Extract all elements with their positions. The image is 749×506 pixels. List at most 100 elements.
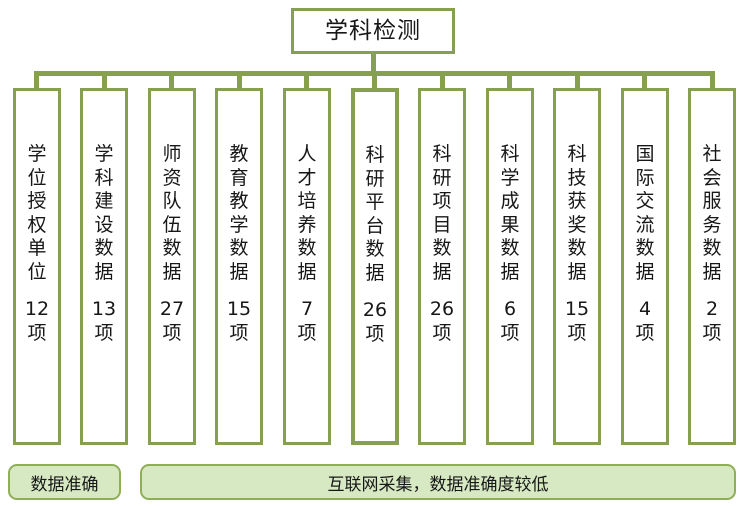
column-title-char: 才 [297, 166, 317, 189]
column-title-char: 科 [365, 144, 385, 166]
connector-stub [372, 71, 377, 88]
column-title-char: 研 [432, 166, 452, 189]
column-title-char: 据 [365, 261, 385, 284]
column-title-char: 伍 [162, 213, 182, 236]
column-count-number: 15 [226, 298, 252, 321]
column-count-unit: 项 [162, 321, 182, 344]
column-title-char: 获 [567, 190, 587, 213]
column-title: 学位授权单位 [27, 143, 46, 284]
root-node[interactable]: 学科检测 [291, 8, 455, 54]
column-title-char: 数 [500, 237, 520, 260]
column-title-char: 成 [500, 190, 520, 213]
column-title-char: 数 [635, 237, 655, 260]
column-title-char: 授 [27, 190, 47, 213]
column-title-char: 社 [702, 143, 722, 165]
column-title-char: 权 [27, 213, 47, 236]
column-title-char: 位 [27, 166, 47, 189]
column-title-char: 会 [702, 166, 722, 189]
column-title-char: 数 [229, 237, 249, 260]
column-title-char: 据 [702, 260, 722, 283]
column-count-unit: 项 [567, 321, 587, 344]
connector-stub [34, 71, 39, 88]
column-title-char: 队 [162, 190, 182, 213]
column-title-char: 奖 [567, 213, 587, 236]
connector-stub [642, 71, 647, 88]
column-title-char: 据 [635, 260, 655, 283]
column-title-char: 学 [500, 166, 520, 189]
column-title-char: 目 [432, 213, 452, 236]
column-title: 科学成果数据 [500, 143, 519, 284]
column-count-unit: 项 [27, 321, 47, 344]
connector-stub [710, 71, 715, 88]
column-title-char: 数 [297, 237, 317, 260]
column-title-char: 科 [94, 166, 114, 189]
note-web-collected-label: 互联网采集，数据准确度较低 [327, 474, 549, 495]
column-title-char: 据 [567, 260, 587, 283]
column-title-char: 平 [365, 191, 385, 214]
column-title-char: 教 [229, 190, 249, 213]
connector-root-drop [371, 54, 376, 76]
column-title-char: 果 [500, 213, 520, 236]
column-title-char: 师 [162, 143, 182, 165]
column-count-unit: 项 [432, 321, 452, 344]
column-title: 学科建设数据 [94, 143, 113, 284]
column-count-unit: 项 [702, 321, 722, 344]
column-title-char: 据 [162, 260, 182, 283]
column-title-char: 数 [567, 237, 587, 260]
column-title: 人才培养数据 [297, 143, 316, 284]
column-title-char: 数 [365, 238, 385, 261]
connector-stub [169, 71, 174, 88]
column-title-char: 学 [27, 143, 47, 165]
note-accurate: 数据准确 [8, 464, 121, 500]
column-title-char: 建 [94, 190, 114, 213]
column-title-char: 项 [432, 190, 452, 213]
column-count-number: 26 [362, 299, 388, 322]
column-title: 师资队伍数据 [162, 143, 181, 284]
connector-stub [507, 71, 512, 88]
column-title-char: 资 [162, 166, 182, 189]
column-count-unit: 项 [229, 321, 249, 344]
connector-stub [304, 71, 309, 88]
column-title-char: 科 [500, 143, 520, 165]
column-title-char: 服 [702, 190, 722, 213]
connector-stub [440, 71, 445, 88]
column-title-char: 人 [297, 143, 317, 165]
connector-stub [102, 71, 107, 88]
column-title: 教育教学数据 [229, 143, 248, 284]
column-title-char: 务 [702, 213, 722, 236]
column-title: 科技获奖数据 [567, 143, 586, 284]
column-title-char: 科 [567, 143, 587, 165]
column-title-char: 养 [297, 213, 317, 236]
column-title-char: 教 [229, 143, 249, 165]
column-title-char: 据 [297, 260, 317, 283]
column-count-unit: 项 [297, 321, 317, 344]
column-count-unit: 项 [500, 321, 520, 344]
column-title-char: 台 [365, 214, 385, 237]
column-title-char: 技 [567, 166, 587, 189]
column-count-unit: 项 [365, 322, 385, 345]
column-title-char: 单 [27, 237, 47, 260]
column-count-number: 4 [638, 298, 652, 321]
column-title-char: 科 [432, 143, 452, 165]
column-title-char: 学 [94, 143, 114, 165]
column-count-number: 15 [564, 298, 590, 321]
